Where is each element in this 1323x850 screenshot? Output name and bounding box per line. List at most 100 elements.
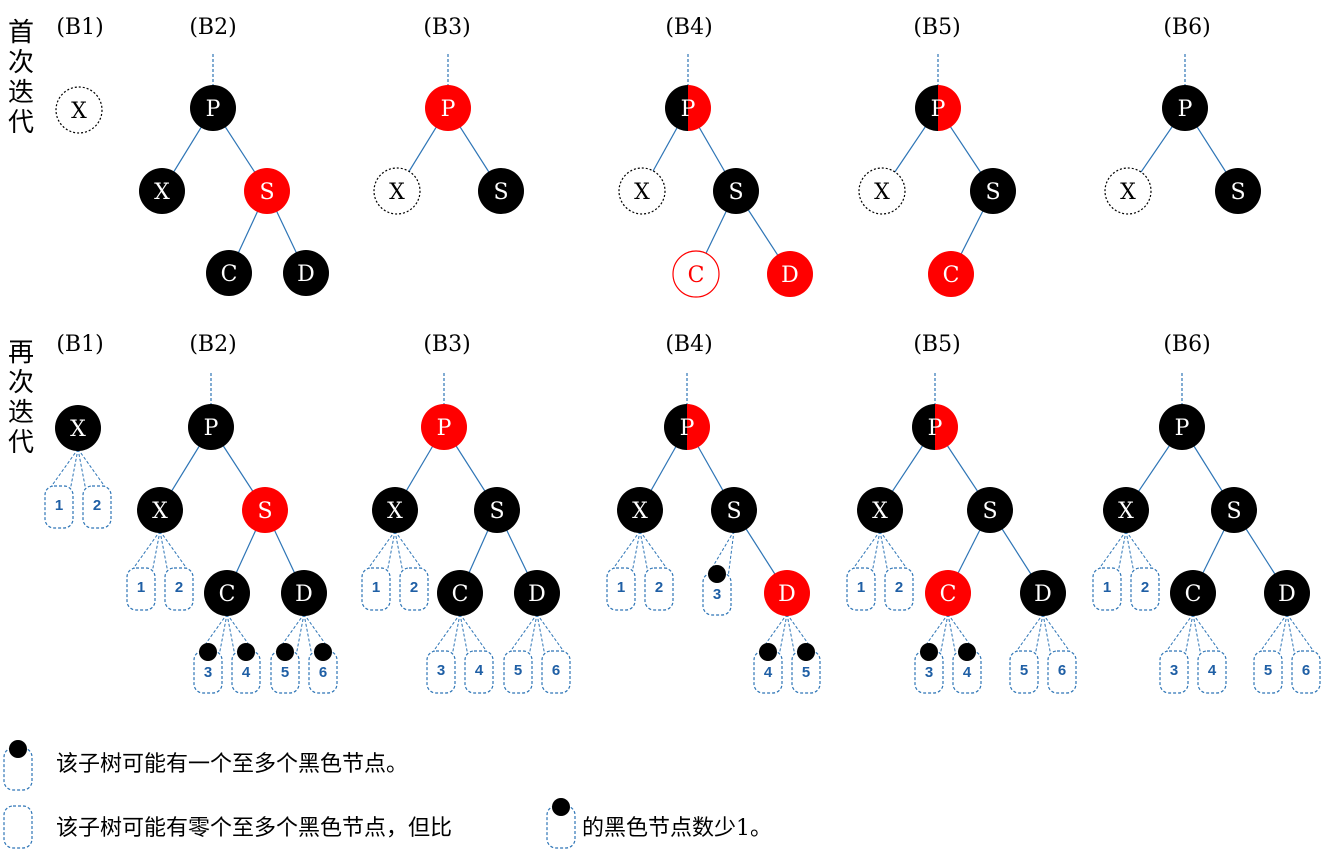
row-second-panel-5-node-S-label: S [982, 499, 997, 524]
row-first-panel-2-node-D-circle [283, 250, 329, 296]
row-second-panel-6-subtree-6-box [1291, 650, 1321, 694]
row-second-panel-5-node-C-circle [925, 570, 971, 616]
row-first-panel-5-node-P-circle [915, 85, 961, 131]
row-first-panel-4-node-D-circle [767, 251, 813, 297]
row-second-panel-4-subtree-1-box [606, 567, 636, 611]
row-second-panel-2-node-X-label: X [152, 499, 168, 524]
row-second-panel-3-subtree-2-label: 2 [410, 579, 418, 596]
row-first-panel-1-node-X-circle [55, 86, 103, 134]
row-second-panel-3-subtree-6: 6 [541, 650, 571, 694]
row-second-panel-4-subtree-3: 3 [702, 565, 732, 616]
row-second-panel-2-node-C: C [204, 570, 250, 616]
row-second-panel-6-node-P-circle [1159, 404, 1205, 450]
row-second-panel-6-subtree-4-link-left [1192, 613, 1202, 657]
row-second-panel-4-node-D-label: D [778, 582, 796, 607]
row-second-panel-4-subtree-4-link-left [756, 613, 788, 657]
row-second-panel-4-subtree-2-label: 2 [655, 579, 663, 596]
row-second-panel-6-subtree-1: 1 [1092, 567, 1122, 611]
row-first-panel-4-label: (B4) [665, 15, 712, 40]
row-second-panel-6-node-C: C [1170, 570, 1216, 616]
row-second-panel-5-subtree-6-label: 6 [1058, 662, 1066, 679]
row-second-panel-2-subtree-4-black-node-dot [237, 643, 255, 661]
row-second-panel-6-label: (B6) [1163, 332, 1210, 357]
row-second-panel-2-subtree-5-black-node-dot [276, 643, 294, 661]
row-first-panel-4-node-C-circle [672, 250, 720, 298]
row-second-panel-2-node-P-circle [188, 404, 234, 450]
row-second-panel-4-subtree-4-label: 4 [764, 664, 773, 681]
row-second-panel-3-subtree-5-box [503, 650, 533, 694]
row-second-panel-6-subtree-3-link-right [1184, 613, 1194, 657]
legend-plain-subtree-text: 该子树可能有零个至多个黑色节点，但比 [56, 816, 453, 841]
row-second-panel-4-subtree-5: 5 [791, 643, 821, 694]
row-second-panel-3-subtree-6-link-left [536, 613, 546, 657]
row-second-panel-2-subtree-5-label: 5 [281, 664, 289, 681]
row-first-panel-4-node-D: D [767, 251, 813, 297]
row-second-panel-3-subtree-3-link-left [429, 613, 461, 657]
row-first-panel-3-node-X-circle [373, 167, 421, 215]
row-second-panel-2-subtree-2-link-right [159, 530, 191, 574]
row-second-panel-3-subtree-1-label: 1 [372, 579, 380, 596]
row-second-panel-5-node-S: S [967, 487, 1013, 533]
row-second-panel-1-subtree-2-link-left [77, 448, 87, 492]
legend-plain-subtree-symbol-box [3, 805, 33, 849]
row-second-panel-2-node-P-label: P [204, 416, 219, 441]
row-first-panel-3-node-P: P [425, 85, 471, 131]
row-second-panel-5-subtree-5: 5 [1009, 650, 1039, 694]
row-second-panel-4-subtree-5-black-node-dot [797, 643, 815, 661]
row-first-panel-5-node-X-circle [858, 167, 906, 215]
row-second-panel-3-subtree-2: 2 [399, 567, 429, 611]
row-second-panel-5-subtree-4-link-right [947, 613, 979, 657]
legend-black-subtree-symbol [3, 740, 33, 791]
row-second-panel-3-subtree-4-link-right [459, 613, 491, 657]
row-first-panel-3-node-S-label: S [493, 180, 508, 205]
row-second-panel-5-subtree-6: 6 [1047, 650, 1077, 694]
row-second-panel-5-node-C: C [925, 570, 971, 616]
legend-inline-black-subtree-symbol-black-node-dot [552, 798, 570, 816]
row-first-panel-6-node-X-label: X [1120, 180, 1136, 205]
row-second-panel-4-subtree-5-label: 5 [802, 664, 810, 681]
row-second-panel-2-node-P: P [188, 404, 234, 450]
row-second-panel-5-subtree-5-link-left [1012, 613, 1044, 657]
row-second-panel-5-node-C-label: C [940, 582, 957, 607]
row-second-panel-5-subtree-6-link-right [1042, 613, 1074, 657]
row-second-panel-1-node-X-label: X [70, 417, 86, 442]
row-first-panel-6-node-P-circle [1162, 85, 1208, 131]
row-second-panel-6-subtree-2-box [1130, 567, 1160, 611]
row-second-panel-5-subtree-3-label: 3 [925, 664, 933, 681]
row-first-panel-6-node-S: S [1215, 168, 1261, 214]
row-second-panel-3-node-D: D [514, 570, 560, 616]
row-second-panel-1-subtree-1-link-right [69, 448, 79, 492]
row-second-panel-4-subtree-1-link-left [609, 530, 641, 574]
row-second-panel-1-subtree-1-box [44, 485, 74, 529]
row-second-panel-3-node-C-label: C [452, 582, 469, 607]
row-second-panel-6-subtree-3-link-left [1162, 613, 1194, 657]
row-second-panel-5-subtree-1-box [846, 567, 876, 611]
row-first-panel-4-node-X: X [618, 167, 666, 215]
row-second-panel-4-label: (B4) [665, 332, 712, 357]
row-second-panel-2-subtree-1-label: 1 [137, 579, 145, 596]
row-second-panel-5-subtree-5-link-right [1034, 613, 1044, 657]
row-second-panel-5-node-S-circle [967, 487, 1013, 533]
row-second-panel-3-subtree-2-link-right [394, 530, 426, 574]
row-second-panel-6-subtree-1-link-right [1117, 530, 1127, 574]
row-second-panel-4-node-X: X [617, 487, 663, 533]
row-second-panel-4-node-P-circle [664, 404, 710, 450]
row-second-panel-3-subtree-1-link-left [364, 530, 396, 574]
row-first-panel-4-node-C: C [672, 250, 720, 298]
row-second-panel-2-subtree-5-link-left [273, 613, 305, 657]
row-second-panel-5-node-D: D [1020, 570, 1066, 616]
row-first-panel-3-node-P-circle [425, 85, 471, 131]
row-second-panel-5-subtree-2-link-right [879, 530, 911, 574]
row-second-panel-4-node-S: S [711, 487, 757, 533]
legend-black-subtree-text: 该子树可能有一个至多个黑色节点。 [56, 752, 409, 777]
row-second-panel-5-node-D-circle [1020, 570, 1066, 616]
row-second-panel-6-subtree-2-label: 2 [1141, 579, 1149, 596]
row-second-panel-5-subtree-4-link-left [947, 613, 957, 657]
row-second-panel-3-node-P-label: P [437, 416, 452, 441]
row-second-panel-3-subtree-1-link-right [386, 530, 396, 574]
row-second-panel-4-subtree-4: 4 [753, 643, 783, 694]
row-first-panel-5-node-C-label: C [943, 263, 960, 288]
row-second-panel-3-node-C-circle [437, 570, 483, 616]
row-second-panel-2-subtree-1: 1 [126, 567, 156, 611]
